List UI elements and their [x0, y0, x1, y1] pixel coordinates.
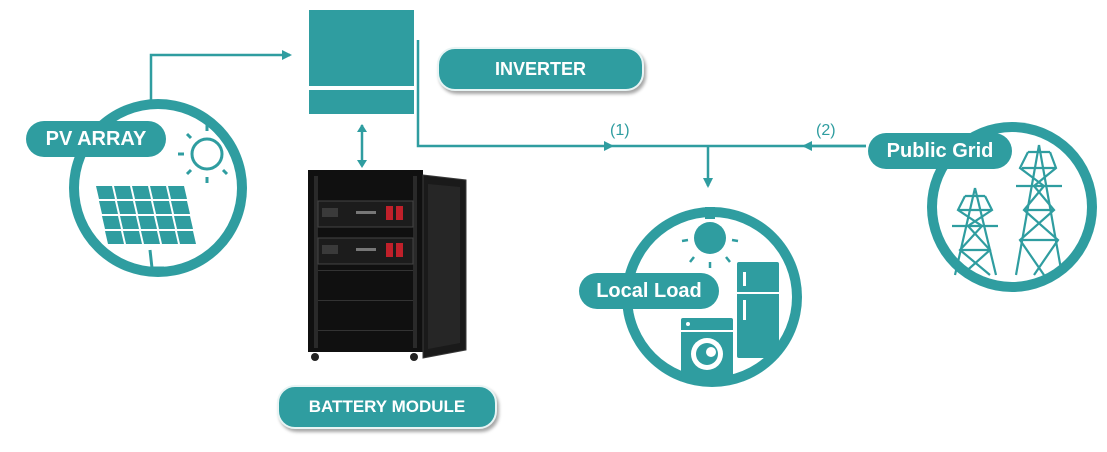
- flow-1-label: (1): [610, 122, 630, 139]
- local-load-label: Local Load: [579, 273, 719, 309]
- inverter-battery-arrow-down: [357, 160, 367, 168]
- washing-machine-icon: [681, 318, 733, 378]
- inverter-label: INVERTER: [437, 47, 644, 91]
- solar-cell: [156, 216, 175, 229]
- solar-cell: [132, 186, 151, 199]
- solar-cell: [141, 231, 160, 244]
- pv-to-inverter-line: [149, 50, 292, 100]
- solar-cell: [99, 201, 118, 214]
- inverter-icon: [309, 10, 414, 114]
- sun-icon: [178, 125, 236, 183]
- battery-module-label: BATTERY MODULE: [277, 385, 497, 429]
- solar-cell: [171, 201, 190, 214]
- public-grid-label: Public Grid: [868, 133, 1012, 169]
- connector-lines: [149, 40, 866, 188]
- transmission-tower-icon: [952, 144, 1064, 276]
- solar-cell: [135, 201, 154, 214]
- inverter-to-grid-line: [416, 40, 614, 151]
- pv-array-label: PV ARRAY: [26, 121, 166, 157]
- solar-panel-icon: [96, 186, 196, 270]
- solar-cell: [96, 186, 115, 199]
- solar-cell: [120, 216, 139, 229]
- solar-cell: [168, 186, 187, 199]
- solar-panel-stand: [144, 249, 164, 270]
- solar-cell: [174, 216, 193, 229]
- solar-cell: [102, 216, 121, 229]
- solar-cell: [150, 186, 169, 199]
- solar-cell: [114, 186, 133, 199]
- solar-cell: [159, 231, 178, 244]
- light-bulb-icon: [681, 207, 739, 268]
- flow-2-label: (2): [816, 122, 836, 139]
- solar-cell: [117, 201, 136, 214]
- solar-cell: [123, 231, 142, 244]
- solar-cell: [138, 216, 157, 229]
- solar-cell: [105, 231, 124, 244]
- inverter-battery-arrow-up: [357, 124, 367, 132]
- solar-cell: [177, 231, 196, 244]
- refrigerator-icon: [737, 262, 779, 358]
- solar-cell: [153, 201, 172, 214]
- battery-cabinet-icon: [308, 170, 467, 361]
